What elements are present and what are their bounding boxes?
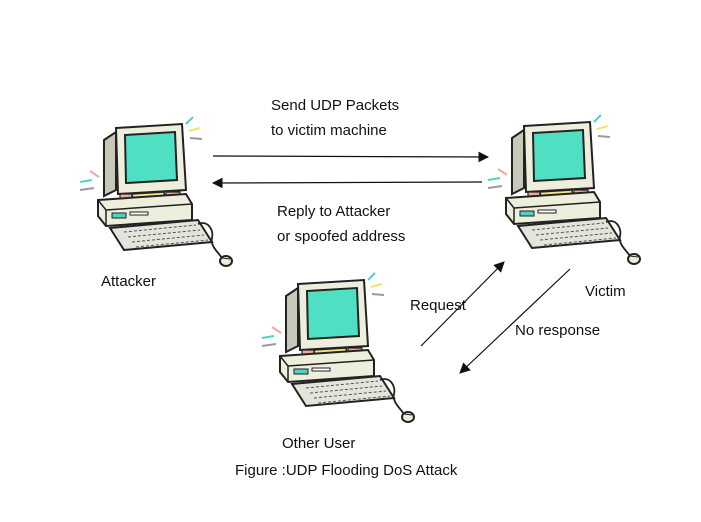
reply-arrow bbox=[211, 177, 483, 189]
send-line-1: Send UDP Packets bbox=[271, 97, 400, 114]
send-packets-label: Send UDP Packets to victim machine bbox=[271, 93, 399, 143]
reply-line-2: or spoofed address bbox=[277, 228, 406, 245]
no-response-arrow bbox=[459, 268, 571, 374]
other-user-label: Other User bbox=[282, 435, 356, 452]
other-user-computer-icon bbox=[261, 272, 415, 423]
request-arrow bbox=[420, 261, 505, 347]
request-label: Request bbox=[410, 297, 466, 314]
send-arrow bbox=[212, 151, 490, 163]
reply-line-1: Reply to Attacker bbox=[277, 203, 391, 220]
no-response-label: No response bbox=[515, 322, 601, 339]
attacker-label: Attacker bbox=[101, 273, 157, 290]
attacker-computer-icon bbox=[79, 116, 233, 267]
reply-label: Reply to Attacker or spoofed address bbox=[277, 199, 405, 249]
victim-label: Victim bbox=[585, 283, 626, 300]
figure-caption: Figure :UDP Flooding DoS Attack bbox=[235, 462, 458, 479]
victim-computer-icon bbox=[487, 114, 641, 265]
send-line-2: to victim machine bbox=[271, 122, 387, 139]
